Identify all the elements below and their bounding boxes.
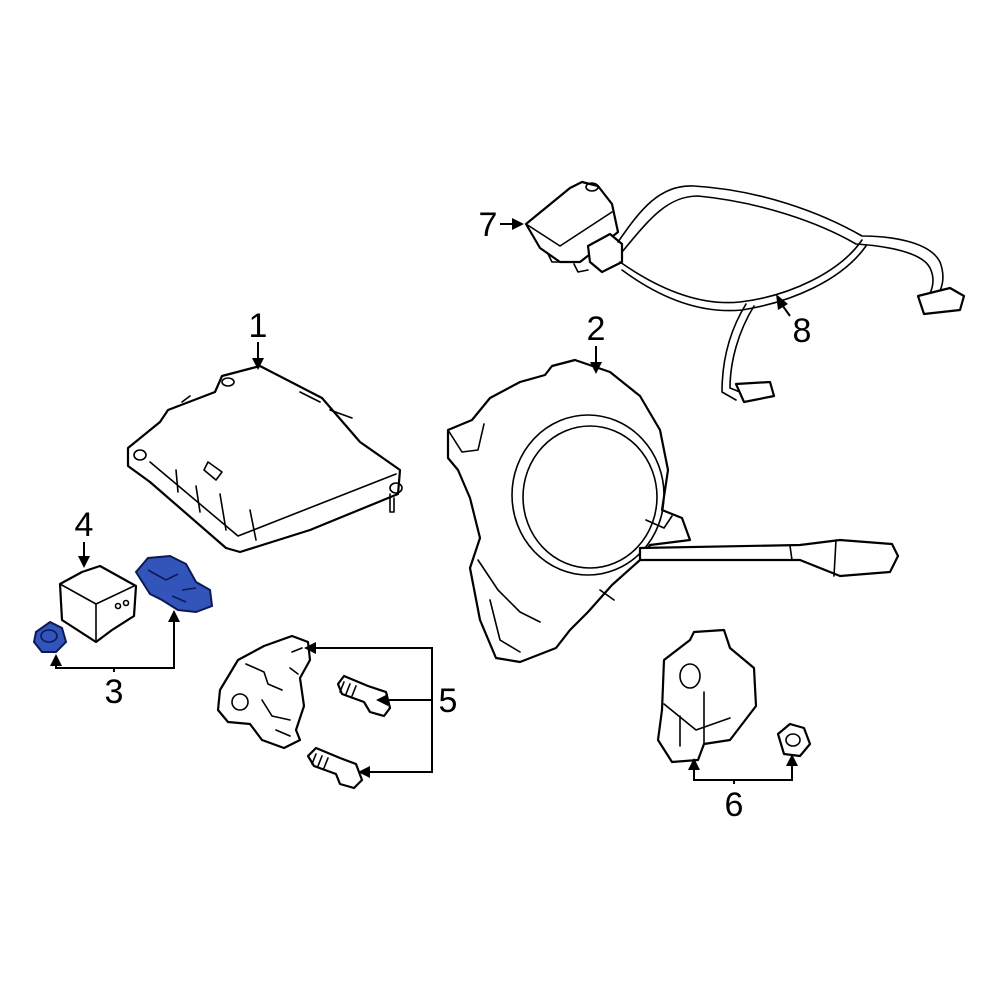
- part-3-highlighted[interactable]: [32, 554, 214, 653]
- callout-6: 6: [725, 786, 744, 824]
- callout-4: 4: [75, 506, 94, 544]
- callout-3: 3: [105, 673, 124, 711]
- callout-labels: 1 2 3 4 5 6 7 8: [75, 206, 812, 824]
- part-7-sensor[interactable]: [524, 180, 624, 274]
- part-8-harness[interactable]: [617, 185, 966, 404]
- part-2-clock-spring[interactable]: [446, 358, 900, 664]
- part-6-sensor-nut[interactable]: [656, 628, 812, 764]
- leader-lines: [50, 218, 798, 784]
- callout-2: 2: [587, 310, 606, 348]
- callout-5: 5: [439, 682, 458, 720]
- part-1-control-module[interactable]: [126, 364, 403, 554]
- callout-8: 8: [793, 312, 812, 350]
- callout-1: 1: [249, 307, 268, 345]
- part-5-bracket-bolts[interactable]: [216, 634, 392, 790]
- part-4-bracket[interactable]: [58, 564, 138, 644]
- callout-7: 7: [479, 206, 498, 244]
- part-3-sensor[interactable]: [134, 554, 214, 614]
- part-3-nut[interactable]: [32, 620, 68, 653]
